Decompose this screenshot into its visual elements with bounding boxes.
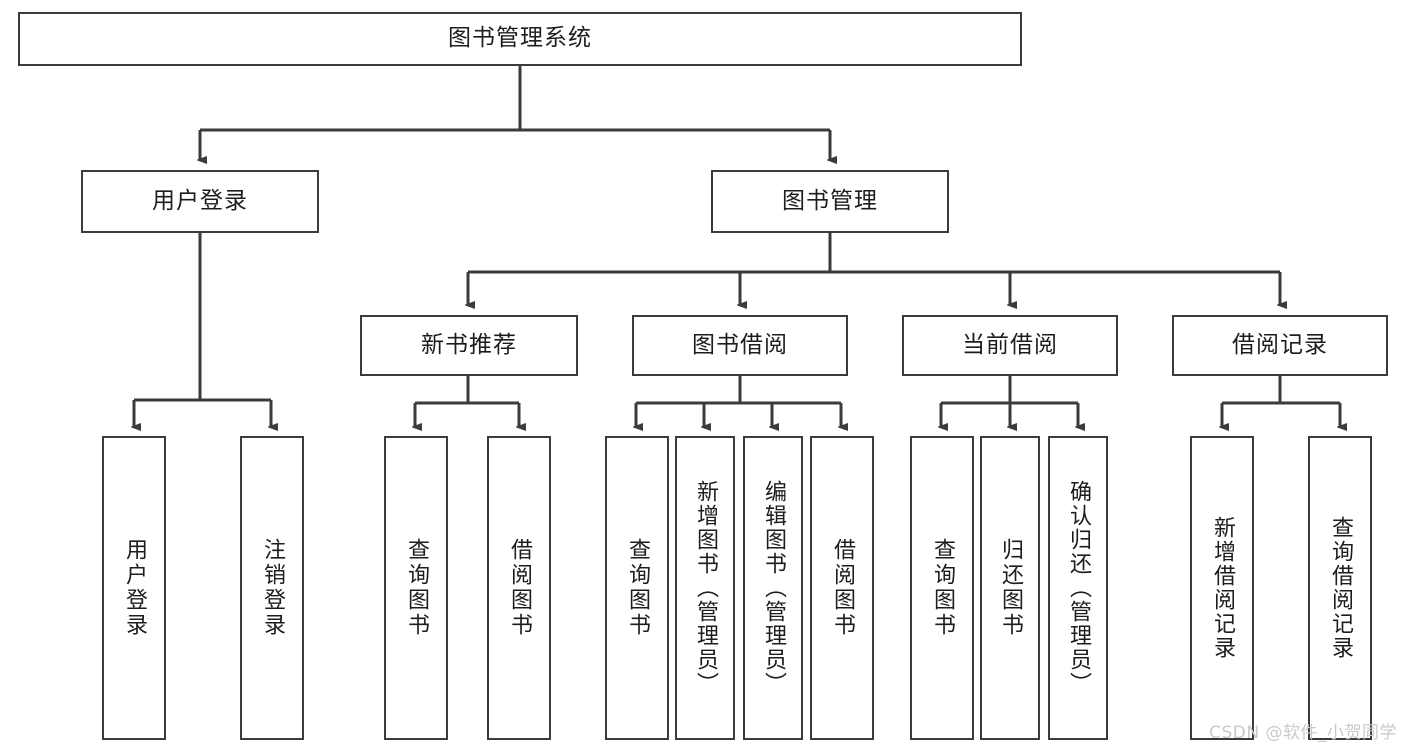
node-label: 借阅记录 [1232,331,1328,358]
node-leaf-query-borrow-record[interactable]: 查询借阅记录 [1308,436,1372,740]
node-label: 查询图书 [930,538,955,638]
node-label: 借阅图书 [830,538,855,638]
node-label: 图书管理系统 [448,25,592,52]
node-leaf-logout[interactable]: 注销登录 [240,436,304,740]
node-borrow-record[interactable]: 借阅记录 [1172,315,1388,376]
node-leaf-return-book[interactable]: 归还图书 [980,436,1040,740]
node-label: 新书推荐 [421,331,517,358]
node-root-system[interactable]: 图书管理系统 [18,12,1022,66]
node-label: 归还图书 [998,538,1023,638]
node-label: 查询图书 [404,538,429,638]
node-label: 新增图书（管理员） [693,480,718,696]
node-book-borrow[interactable]: 图书借阅 [632,315,848,376]
node-label: 编辑图书（管理员） [761,480,786,696]
node-leaf-user-login[interactable]: 用户登录 [102,436,166,740]
node-current-borrow[interactable]: 当前借阅 [902,315,1118,376]
node-label: 新增借阅记录 [1210,516,1235,660]
watermark-text: CSDN @软件_小贺同学 [1209,723,1397,743]
node-leaf-edit-book-admin[interactable]: 编辑图书（管理员） [743,436,803,740]
node-label: 查询图书 [625,538,650,638]
node-new-book-recommend[interactable]: 新书推荐 [360,315,578,376]
node-leaf-add-book-admin[interactable]: 新增图书（管理员） [675,436,735,740]
node-label: 注销登录 [260,538,285,638]
node-book-management[interactable]: 图书管理 [711,170,949,233]
node-label: 查询借阅记录 [1328,516,1353,660]
node-leaf-borrow-book-recommend[interactable]: 借阅图书 [487,436,551,740]
node-user-login[interactable]: 用户登录 [81,170,319,233]
node-label: 借阅图书 [507,538,532,638]
node-leaf-query-book-current[interactable]: 查询图书 [910,436,974,740]
node-label: 当前借阅 [962,331,1058,358]
node-leaf-query-book-recommend[interactable]: 查询图书 [384,436,448,740]
node-leaf-query-book-borrow[interactable]: 查询图书 [605,436,669,740]
node-label: 图书管理 [782,187,878,214]
node-label: 图书借阅 [692,331,788,358]
node-label: 用户登录 [122,538,147,638]
node-leaf-borrow-book[interactable]: 借阅图书 [810,436,874,740]
node-leaf-add-borrow-record[interactable]: 新增借阅记录 [1190,436,1254,740]
node-label: 用户登录 [152,187,248,214]
node-label: 确认归还（管理员） [1066,480,1091,696]
node-leaf-confirm-return-admin[interactable]: 确认归还（管理员） [1048,436,1108,740]
